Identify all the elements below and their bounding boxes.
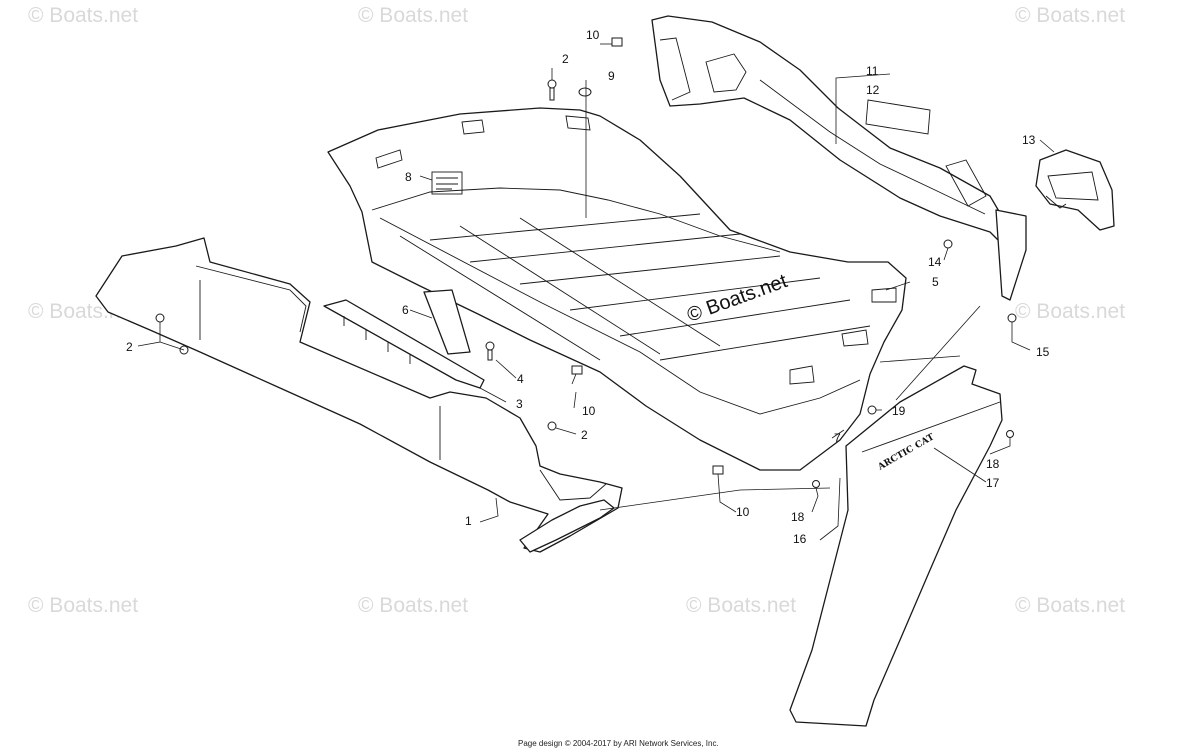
callout-2: 2 bbox=[562, 52, 569, 66]
screw bbox=[547, 79, 557, 89]
screw bbox=[155, 313, 165, 323]
part-trim-strip bbox=[323, 299, 485, 389]
callout-13: 13 bbox=[1022, 133, 1036, 147]
callout-2: 2 bbox=[126, 340, 133, 354]
callout-10: 10 bbox=[586, 28, 600, 42]
washer bbox=[578, 87, 592, 97]
callout-16: 16 bbox=[793, 532, 807, 546]
nut bbox=[943, 239, 953, 249]
callout-2: 2 bbox=[581, 428, 588, 442]
watermark: © Boats.net bbox=[358, 4, 468, 27]
callout-19: 19 bbox=[892, 404, 906, 418]
part-tail-light bbox=[1035, 149, 1115, 231]
callout-18: 18 bbox=[791, 510, 805, 524]
screw bbox=[547, 421, 557, 431]
callout-11: 11 bbox=[866, 64, 879, 78]
rivet bbox=[867, 405, 877, 415]
clip bbox=[611, 37, 623, 47]
watermark: © Boats.net bbox=[28, 4, 138, 27]
callout-17: 17 bbox=[986, 476, 1000, 490]
callout-4: 4 bbox=[517, 372, 524, 386]
callout-10: 10 bbox=[736, 505, 750, 519]
callout-3: 3 bbox=[516, 397, 523, 411]
nut bbox=[1007, 313, 1017, 323]
watermark: © Boats.net bbox=[358, 594, 468, 617]
screw bbox=[485, 341, 495, 351]
callout-10: 10 bbox=[582, 404, 596, 418]
watermark: © Boats.net bbox=[1015, 300, 1125, 323]
watermarks: © Boats.net © Boats.net © Boats.net © Bo… bbox=[28, 4, 1125, 617]
part-rear-panel: ARCTIC CAT bbox=[789, 365, 1003, 727]
watermark: © Boats.net bbox=[1015, 4, 1125, 27]
clip bbox=[712, 465, 724, 475]
callout-9: 9 bbox=[608, 69, 615, 83]
watermark: © Boats.net bbox=[1015, 594, 1125, 617]
callout-14: 14 bbox=[928, 255, 942, 269]
nut bbox=[1006, 430, 1014, 438]
part-small-decal bbox=[423, 289, 471, 355]
footer-copyright: Page design © 2004-2017 by ARI Network S… bbox=[518, 739, 719, 748]
callout-18: 18 bbox=[986, 457, 1000, 471]
part-latch bbox=[995, 209, 1027, 301]
leader-lines bbox=[137, 43, 1055, 541]
watermark: © Boats.net bbox=[686, 594, 796, 617]
nut bbox=[812, 480, 820, 488]
callout-8: 8 bbox=[405, 170, 412, 184]
clip bbox=[571, 365, 583, 375]
callout-5: 5 bbox=[932, 275, 939, 289]
callout-15: 15 bbox=[1036, 345, 1050, 359]
warning-label bbox=[431, 171, 463, 195]
part-cargo-box bbox=[327, 107, 907, 471]
callout-7: 7 bbox=[834, 431, 841, 445]
callout-1: 1 bbox=[465, 514, 472, 528]
part-left-rail bbox=[95, 237, 623, 553]
watermark: © Boats.net bbox=[28, 594, 138, 617]
callouts: 1 2 2 2 3 4 5 6 7 8 9 10 10 10 11 12 13 … bbox=[126, 28, 1050, 546]
callout-6: 6 bbox=[402, 303, 409, 317]
callout-12: 12 bbox=[866, 83, 880, 97]
